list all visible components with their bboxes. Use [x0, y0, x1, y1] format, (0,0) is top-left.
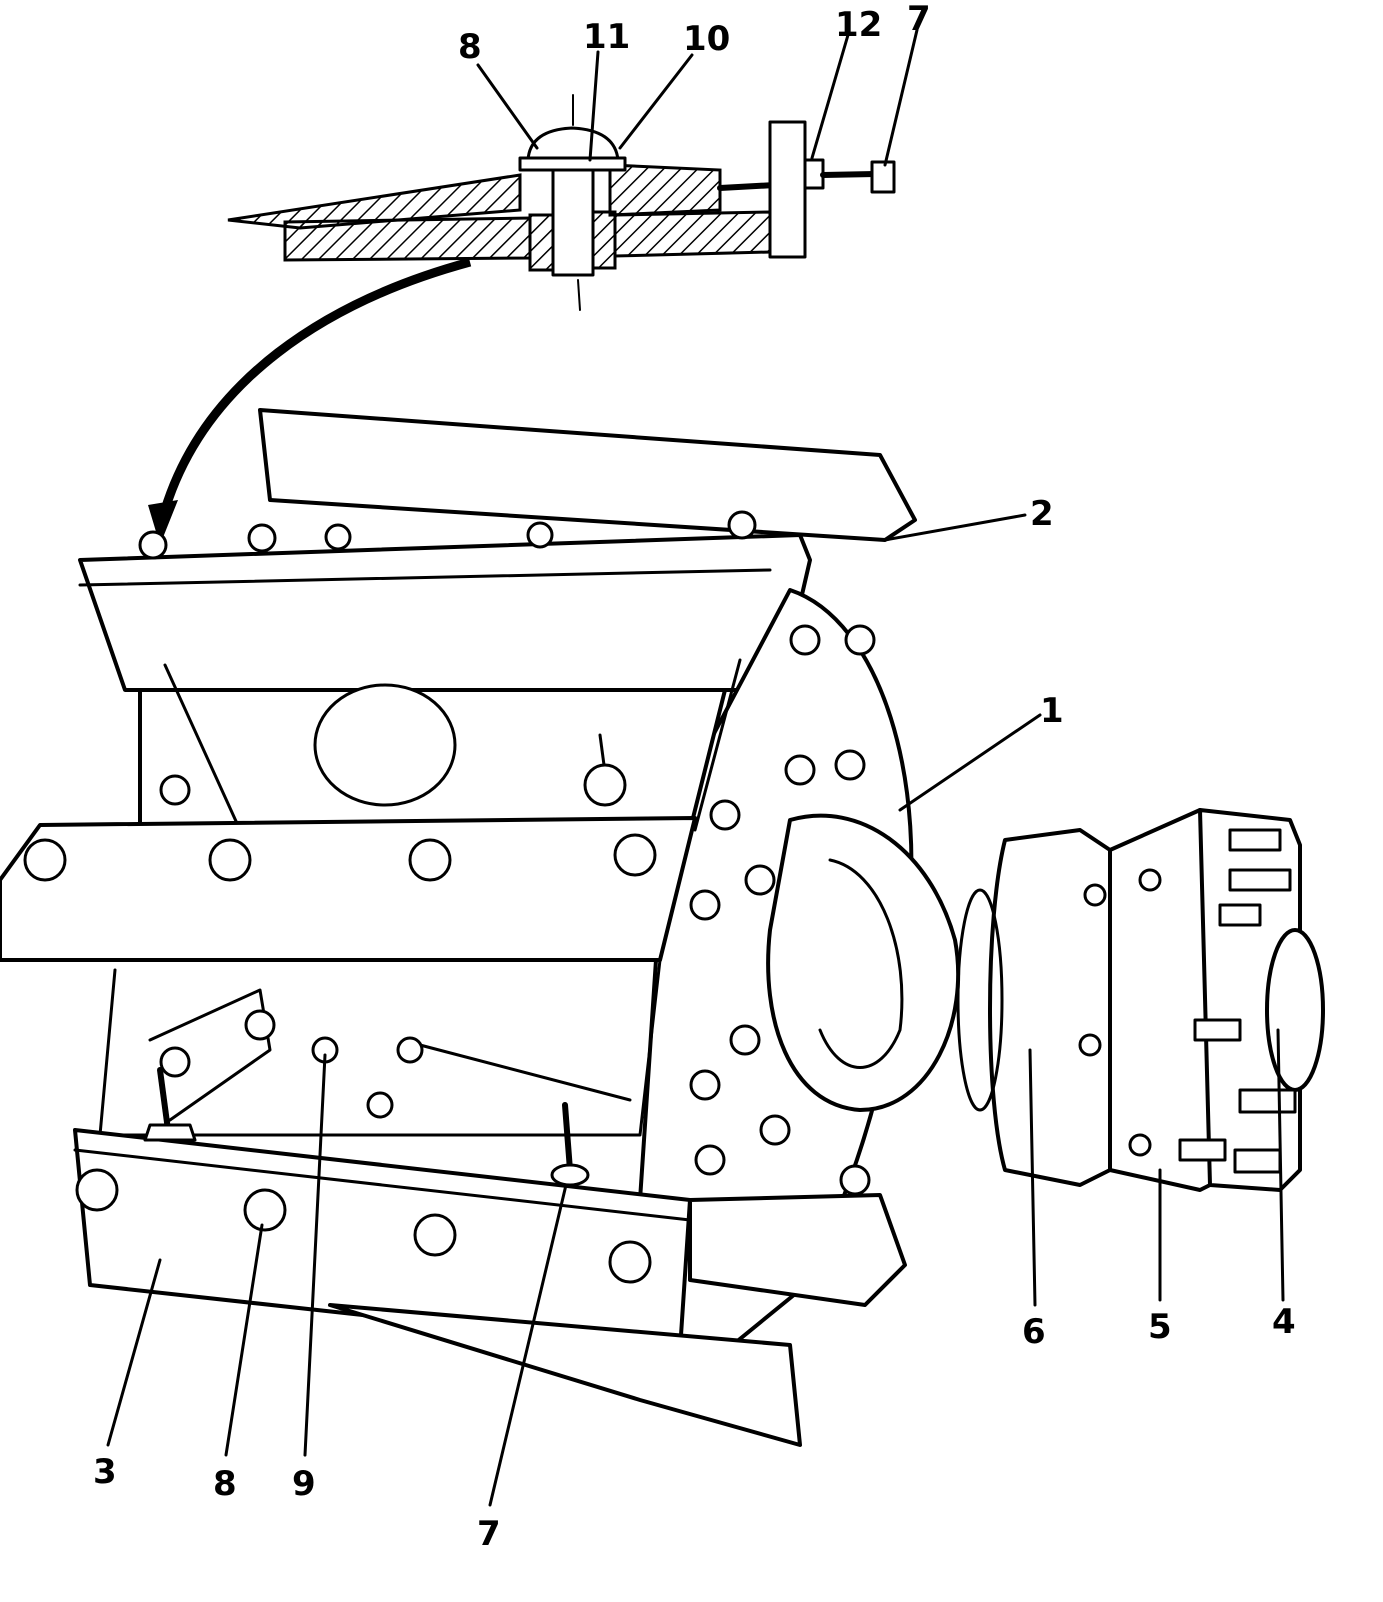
flexible-disc-5 — [1108, 808, 1212, 1192]
callout-3: 3 — [93, 1452, 117, 1492]
callout-12-top: 12 — [835, 5, 882, 45]
clamp-nut — [526, 126, 620, 162]
lower-plate-section-right — [613, 210, 772, 258]
callout-9: 9 — [292, 1464, 316, 1504]
callout-4: 4 — [1272, 1302, 1296, 1342]
upper-blade-section-right — [608, 163, 722, 217]
callout-5: 5 — [1148, 1307, 1172, 1347]
bushing-right — [591, 210, 617, 270]
rotor-frame — [98, 658, 742, 1137]
callout-1: 1 — [1040, 691, 1064, 731]
bushing-left — [528, 213, 555, 272]
drive-coupling — [956, 808, 1325, 1192]
callout-6: 6 — [1022, 1312, 1046, 1352]
coupling-bolts — [1078, 828, 1297, 1174]
detail-pointer-arrow — [157, 257, 472, 522]
upper-blade-bolts — [138, 510, 757, 560]
callout-11-top: 11 — [583, 17, 630, 57]
leader-lines — [106, 28, 1285, 1507]
callout-2: 2 — [1030, 494, 1054, 534]
lower-plate-section — [283, 216, 532, 262]
detail-pointer-arrowhead — [148, 500, 178, 545]
callout-8-top: 8 — [458, 27, 482, 67]
callout-10-top: 10 — [683, 19, 730, 59]
callout-8-bottom: 8 — [213, 1464, 237, 1504]
upper-blade-section — [227, 173, 522, 230]
callout-7-bottom: 7 — [477, 1514, 501, 1554]
lower-blade-bolts — [75, 1168, 652, 1284]
middle-blade-bolts — [23, 833, 657, 882]
lower-blade — [73, 1067, 907, 1447]
callout-7-top: 7 — [907, 0, 931, 39]
washer — [518, 156, 627, 172]
coupling-half-6 — [988, 828, 1112, 1187]
upper-blade-assembly — [78, 408, 917, 692]
clamp-bolt — [551, 163, 595, 277]
section-detail — [227, 94, 896, 311]
adjusting-bracket — [768, 120, 807, 259]
adjusting-screw-head — [870, 160, 896, 194]
shaft-end — [1265, 928, 1325, 1092]
middle-blade — [0, 816, 697, 962]
